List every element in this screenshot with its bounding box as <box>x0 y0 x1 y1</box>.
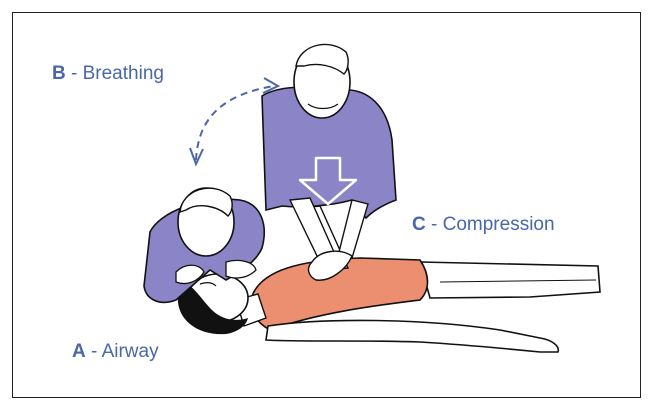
label-breathing-text: - Breathing <box>66 63 164 84</box>
patient-arm <box>266 320 558 352</box>
label-airway-letter: A <box>72 341 86 362</box>
label-airway-text: - Airway <box>86 341 159 362</box>
label-airway: A - Airway <box>72 341 159 363</box>
label-compression: C - Compression <box>412 214 555 236</box>
label-compression-letter: C <box>412 214 426 235</box>
label-compression-text: - Compression <box>426 214 555 235</box>
label-breathing: B - Breathing <box>52 63 164 85</box>
rescuer-compression <box>262 44 396 280</box>
label-breathing-letter: B <box>52 63 66 84</box>
